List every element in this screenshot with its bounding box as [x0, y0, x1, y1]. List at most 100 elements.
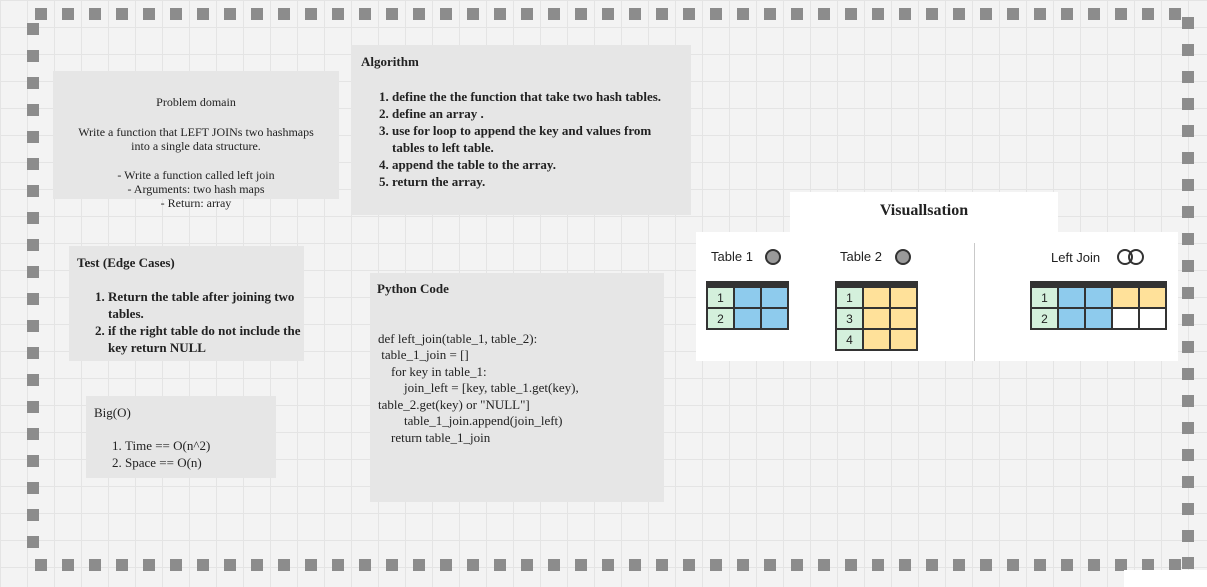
- big-o-card[interactable]: Big(O) Time == O(n^2) Space == O(n): [86, 396, 276, 478]
- frame-dash: [494, 559, 506, 571]
- test-cases-list: Return the table after joining two table…: [70, 288, 308, 356]
- frame-dash: [27, 131, 39, 143]
- problem-domain-list: - Write a function called left join - Ar…: [53, 168, 339, 210]
- frame-dash: [1142, 8, 1154, 20]
- problem-domain-item: - Return: array: [160, 196, 232, 210]
- frame-dash: [143, 559, 155, 571]
- algorithm-title: Algorithm: [361, 54, 419, 69]
- test-case-item: Return the table after joining two table…: [108, 288, 308, 322]
- python-code-title: Python Code: [377, 281, 449, 296]
- frame-dash: [89, 559, 101, 571]
- table2-value-cell: [864, 288, 889, 307]
- frame-dash: [224, 559, 236, 571]
- code-line: return table_1_join: [378, 429, 491, 445]
- big-o-list: Time == O(n^2) Space == O(n): [87, 437, 295, 471]
- left-join-key-cell: 1: [1032, 288, 1057, 307]
- table1-value-cell: [735, 288, 760, 307]
- frame-dash: [845, 8, 857, 20]
- frame-dash: [872, 559, 884, 571]
- frame-dash: [27, 374, 39, 386]
- venn-join-icon: [1117, 248, 1147, 266]
- frame-dash: [1182, 206, 1194, 218]
- frame-dash: [1169, 8, 1181, 20]
- problem-domain-title: Problem domain: [156, 95, 236, 109]
- frame-dash: [143, 8, 155, 20]
- table1-label: Table 1: [711, 249, 753, 264]
- frame-dash: [1182, 125, 1194, 137]
- frame-dash: [62, 8, 74, 20]
- frame-dash: [575, 559, 587, 571]
- frame-dash: [197, 8, 209, 20]
- algorithm-step: use for loop to append the key and value…: [392, 122, 682, 156]
- algorithm-step: define an array .: [392, 105, 682, 122]
- frame-dash: [521, 8, 533, 20]
- frame-dash: [629, 8, 641, 20]
- code-line: table_2.get(key) or "NULL"]: [378, 396, 530, 412]
- frame-dash: [1182, 179, 1194, 191]
- table1-value-cell: [762, 309, 787, 328]
- left-join-left-value-cell: [1059, 288, 1084, 307]
- frame-dash: [1182, 233, 1194, 245]
- code-line: table_1_join.append(join_left): [378, 413, 563, 428]
- problem-domain-item: - Arguments: two hash maps: [127, 182, 265, 196]
- code-line: join_left = [key, table_1.get(key),: [378, 380, 579, 395]
- table1-key-cell: 1: [708, 288, 733, 307]
- problem-domain-card[interactable]: Problem domain Write a function that LEF…: [53, 71, 339, 210]
- frame-dash: [575, 8, 587, 20]
- frame-dash: [27, 77, 39, 89]
- table1-grid: 1 2: [706, 281, 789, 330]
- frame-dash: [629, 559, 641, 571]
- frame-dash: [1182, 530, 1194, 542]
- frame-dash: [521, 559, 533, 571]
- big-o-item: Space == O(n): [125, 454, 295, 471]
- algorithm-step: define the the function that take two ha…: [392, 88, 682, 105]
- frame-dash: [548, 8, 560, 20]
- frame-dash: [737, 8, 749, 20]
- frame-dash: [710, 559, 722, 571]
- algorithm-card[interactable]: Algorithm define the the function that t…: [351, 45, 691, 215]
- big-o-item: Time == O(n^2): [125, 437, 295, 454]
- frame-dash: [1182, 557, 1194, 569]
- frame-dash: [1061, 559, 1073, 571]
- table1-key-cell: 2: [708, 309, 733, 328]
- test-cases-title: Test (Edge Cases): [77, 255, 175, 270]
- frame-dash: [170, 8, 182, 20]
- frame-dash: [926, 559, 938, 571]
- frame-dash: [27, 266, 39, 278]
- frame-dash: [602, 8, 614, 20]
- left-join-left-value-cell: [1059, 309, 1084, 328]
- problem-domain-description: Write a function that LEFT JOINs two has…: [53, 125, 339, 153]
- frame-dash: [27, 455, 39, 467]
- frame-dash: [1169, 559, 1181, 571]
- visualisation-title: Visuallsation: [879, 202, 969, 219]
- python-code-card[interactable]: Python Code def left_join(table_1, table…: [370, 273, 664, 502]
- frame-dash: [494, 8, 506, 20]
- table2-key-cell: 4: [837, 330, 862, 349]
- frame-dash: [35, 8, 47, 20]
- frame-dash: [899, 8, 911, 20]
- description-line: into a single data structure.: [131, 139, 261, 153]
- frame-dash: [224, 8, 236, 20]
- visualisation-divider: [974, 243, 975, 361]
- left-join-left-value-cell: [1086, 288, 1111, 307]
- frame-dash: [764, 8, 776, 20]
- frame-dash: [27, 293, 39, 305]
- frame-dash: [27, 50, 39, 62]
- test-cases-card[interactable]: Test (Edge Cases) Return the table after…: [69, 246, 304, 361]
- left-join-key-cell: 2: [1032, 309, 1057, 328]
- frame-dash: [170, 559, 182, 571]
- frame-dash: [1088, 559, 1100, 571]
- frame-dash: [251, 559, 263, 571]
- left-join-label: Left Join: [1051, 250, 1101, 265]
- table2-key-cell: 1: [837, 288, 862, 307]
- code-line: table_1_join = []: [378, 347, 469, 362]
- frame-dash: [710, 8, 722, 20]
- frame-dash: [1182, 395, 1194, 407]
- frame-dash: [818, 8, 830, 20]
- frame-dash: [953, 8, 965, 20]
- frame-dash: [251, 8, 263, 20]
- table2-grid: 1 3 4: [835, 281, 918, 351]
- left-join-empty-cell: [1140, 309, 1165, 328]
- frame-dash: [656, 559, 668, 571]
- frame-dash: [278, 8, 290, 20]
